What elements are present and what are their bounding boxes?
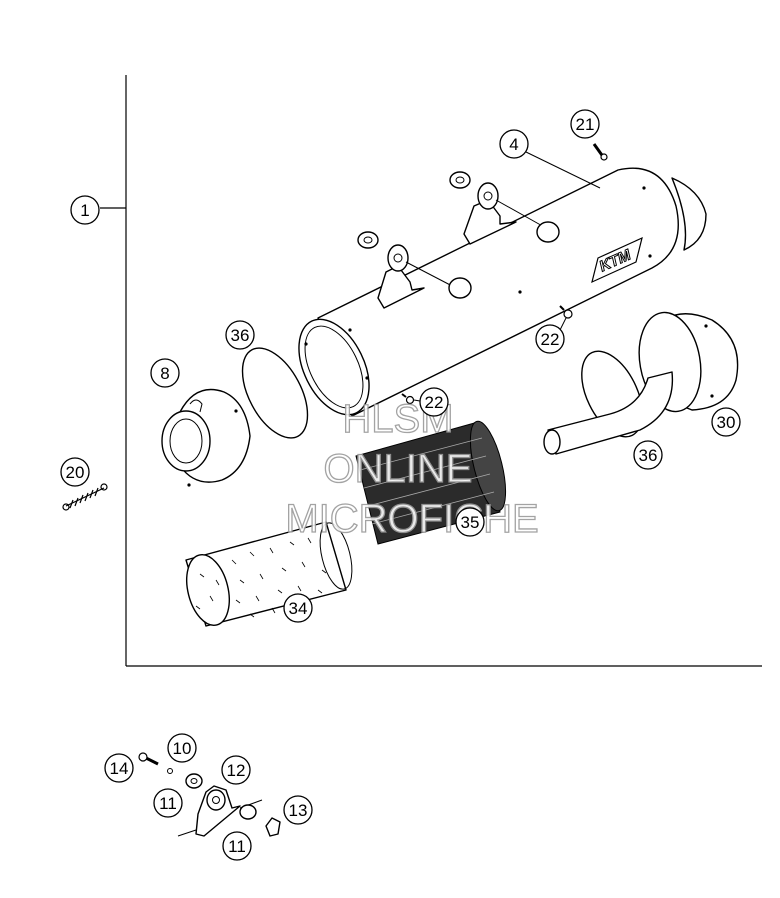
callout-circle-8 — [150, 358, 180, 388]
callout-circle-10 — [167, 733, 197, 763]
callout-34: 34 — [289, 599, 308, 618]
end-cap-rear — [543, 311, 739, 455]
mounting-bracket-rear — [463, 182, 547, 245]
callout-36b: 36 — [639, 446, 658, 465]
callout-labels: 1 4 8 10 11 11 12 13 14 20 21 22 22 30 3… — [66, 115, 736, 856]
callout-20: 20 — [66, 463, 85, 482]
callout-circle-21 — [570, 109, 600, 139]
callout-circle-11a — [153, 788, 183, 818]
callout-circle-1 — [70, 195, 100, 225]
callout-circle-12 — [221, 755, 251, 785]
watermark: HLSM ONLINE MICROFICHE — [285, 396, 540, 541]
mounting-bracket-front — [377, 244, 457, 309]
screw-21 — [592, 143, 608, 161]
watermark-line3: MICROFICHE — [285, 497, 538, 541]
callout-36a: 36 — [231, 326, 250, 345]
callout-circle-22b — [419, 387, 449, 417]
watermark-line1: HLSM — [342, 397, 453, 441]
spring-20 — [62, 483, 108, 511]
callout-22a: 22 — [541, 330, 560, 349]
assembly-frame — [100, 75, 762, 667]
callout-35: 35 — [461, 513, 480, 532]
callout-12: 12 — [227, 761, 246, 780]
callout-circle-13 — [283, 795, 313, 825]
callout-circle-20 — [60, 457, 90, 487]
watermark-line2: ONLINE — [324, 447, 473, 491]
callout-circle-36a — [225, 320, 255, 350]
callouts — [60, 109, 741, 861]
callout-circle-4 — [499, 129, 529, 159]
callout-circle-36b — [633, 440, 663, 470]
callout-30: 30 — [717, 413, 736, 432]
callout-11a: 11 — [159, 794, 177, 813]
callout-11b: 11 — [228, 837, 246, 856]
end-cap-front — [161, 388, 251, 487]
callout-circle-11b — [222, 831, 252, 861]
callout-circle-22a — [535, 324, 565, 354]
callout-22b: 22 — [425, 393, 444, 412]
silencer-body: KTM — [298, 167, 707, 417]
callout-circle-30 — [711, 407, 741, 437]
callout-circle-14 — [104, 753, 134, 783]
callout-13: 13 — [289, 801, 308, 820]
callout-14: 14 — [110, 759, 129, 778]
callout-21: 21 — [576, 115, 595, 134]
callout-4: 4 — [509, 135, 518, 154]
callout-8: 8 — [160, 364, 169, 383]
grommet-washers — [357, 171, 560, 299]
bracket-detail — [138, 752, 281, 837]
screw-22 — [401, 305, 573, 405]
callout-circle-34 — [283, 593, 313, 623]
callout-1: 1 — [80, 201, 89, 220]
callout-circle-35 — [455, 507, 485, 537]
callout-10: 10 — [173, 739, 192, 758]
gasket-36-front — [241, 347, 309, 439]
